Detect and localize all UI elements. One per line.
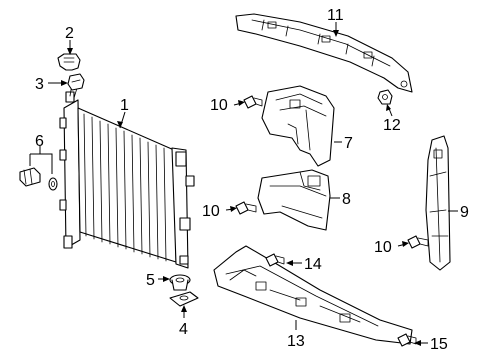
callout-7: 7 bbox=[344, 135, 353, 152]
callout-6: 6 bbox=[35, 133, 44, 150]
upper-baffle-part-11 bbox=[235, 13, 413, 93]
callout-11: 11 bbox=[327, 7, 344, 24]
callout-5: 5 bbox=[146, 272, 155, 289]
callout-2: 2 bbox=[65, 25, 74, 42]
nut-part-12 bbox=[377, 89, 393, 105]
leader-lines bbox=[29, 22, 458, 346]
callout-10-b: 10 bbox=[202, 203, 220, 220]
side-baffle-part-7 bbox=[261, 85, 335, 167]
push-pin-part-15 bbox=[397, 333, 417, 347]
push-pin-part-14 bbox=[265, 253, 285, 267]
push-pin-part-10-a bbox=[243, 95, 263, 109]
lower-deflector-part-13 bbox=[213, 245, 413, 345]
callout-14: 14 bbox=[304, 256, 322, 273]
callout-9: 9 bbox=[460, 204, 469, 221]
side-deflector-part-9 bbox=[425, 135, 451, 271]
side-baffle-part-8 bbox=[257, 169, 331, 231]
push-pin-part-10-c bbox=[407, 235, 429, 249]
callout-4: 4 bbox=[179, 321, 188, 338]
callout-13: 13 bbox=[287, 333, 305, 350]
callout-12: 12 bbox=[383, 117, 401, 134]
sensor-part-6 bbox=[19, 167, 58, 191]
cushion-part-3 bbox=[67, 73, 85, 91]
callout-8: 8 bbox=[342, 191, 351, 208]
callout-1: 1 bbox=[120, 97, 129, 114]
callout-3: 3 bbox=[35, 76, 44, 93]
callout-10-c: 10 bbox=[374, 239, 392, 256]
grommet-part-5 bbox=[169, 274, 191, 291]
bracket-part-4 bbox=[169, 291, 199, 307]
radiator bbox=[59, 83, 195, 269]
callout-10-a: 10 bbox=[210, 97, 228, 114]
callout-15: 15 bbox=[430, 336, 448, 353]
push-pin-part-10-b bbox=[235, 201, 257, 215]
